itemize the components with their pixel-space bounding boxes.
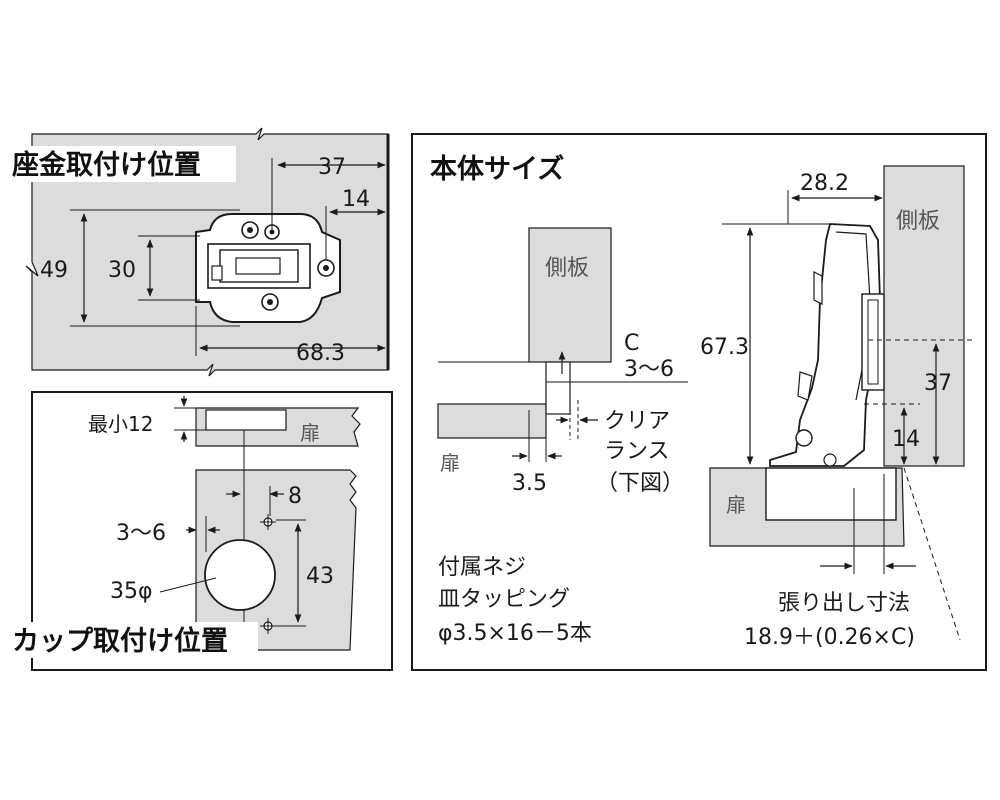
mounting-plate-icon <box>195 213 341 323</box>
hinge-body-icon <box>769 223 885 467</box>
c-range: 3～6 <box>624 357 674 382</box>
overhang-line1: 張り出し寸法 <box>778 591 910 616</box>
dim-min12: 最小12 <box>88 412 153 436</box>
dim-67-3: 67.3 <box>700 335 749 360</box>
side-panel-large <box>883 165 965 467</box>
dim-43: 43 <box>306 564 334 589</box>
clearance-line2: ランス <box>604 439 670 464</box>
side-panel-small <box>528 227 612 363</box>
dim-3-5: 3.5 <box>512 471 547 496</box>
screw-line2: 皿タッピング <box>438 587 570 612</box>
body-title-bg <box>426 150 586 184</box>
mount-section: 座金取付け位置 37 14 49 30 68.3 <box>8 127 390 377</box>
dim-68-3: 68.3 <box>296 341 345 366</box>
dim-28-2: 28.2 <box>800 171 849 196</box>
screw-line3: φ3.5×16－5本 <box>438 621 592 646</box>
cup-title-bg <box>8 622 258 658</box>
clearance-line1: クリア <box>604 409 670 434</box>
c-label: C <box>624 331 639 356</box>
body-title: 本体サイズ <box>430 153 564 185</box>
dim-14: 14 <box>342 187 370 212</box>
dim-49: 49 <box>40 258 68 283</box>
mount-title: 座金取付け位置 <box>12 149 201 181</box>
door-label-large: 扉 <box>726 493 746 517</box>
cup-section: 扉 最小12 8 3～6 35φ 43 カップ取付け位置 <box>8 391 393 671</box>
mount-title-bg <box>8 146 236 182</box>
body-section: 側板 扉 C 3～6 クリア ランス （下図） 3.5 付属ネジ 皿タッピング … <box>411 133 987 671</box>
dim-8: 8 <box>288 484 302 509</box>
screw-line1: 付属ネジ <box>438 555 526 580</box>
door-label-cup: 扉 <box>300 421 320 445</box>
dim-14-body: 14 <box>892 427 920 452</box>
dim-37: 37 <box>318 155 346 180</box>
door-label-small: 扉 <box>440 451 460 475</box>
dim-35: 35φ <box>110 579 153 604</box>
clearance-line3: （下図） <box>596 471 684 496</box>
cup-title: カップ取付け位置 <box>12 625 228 657</box>
overhang-line2: 18.9＋(0.26×C) <box>744 625 915 650</box>
dim-37-body: 37 <box>924 371 952 396</box>
dim-3-6: 3～6 <box>116 521 166 546</box>
side-panel-label-small: 側板 <box>545 256 589 281</box>
side-panel-label-large: 側板 <box>896 209 940 234</box>
dim-30: 30 <box>108 258 136 283</box>
door-small <box>437 403 547 439</box>
cup-hole <box>204 539 276 611</box>
